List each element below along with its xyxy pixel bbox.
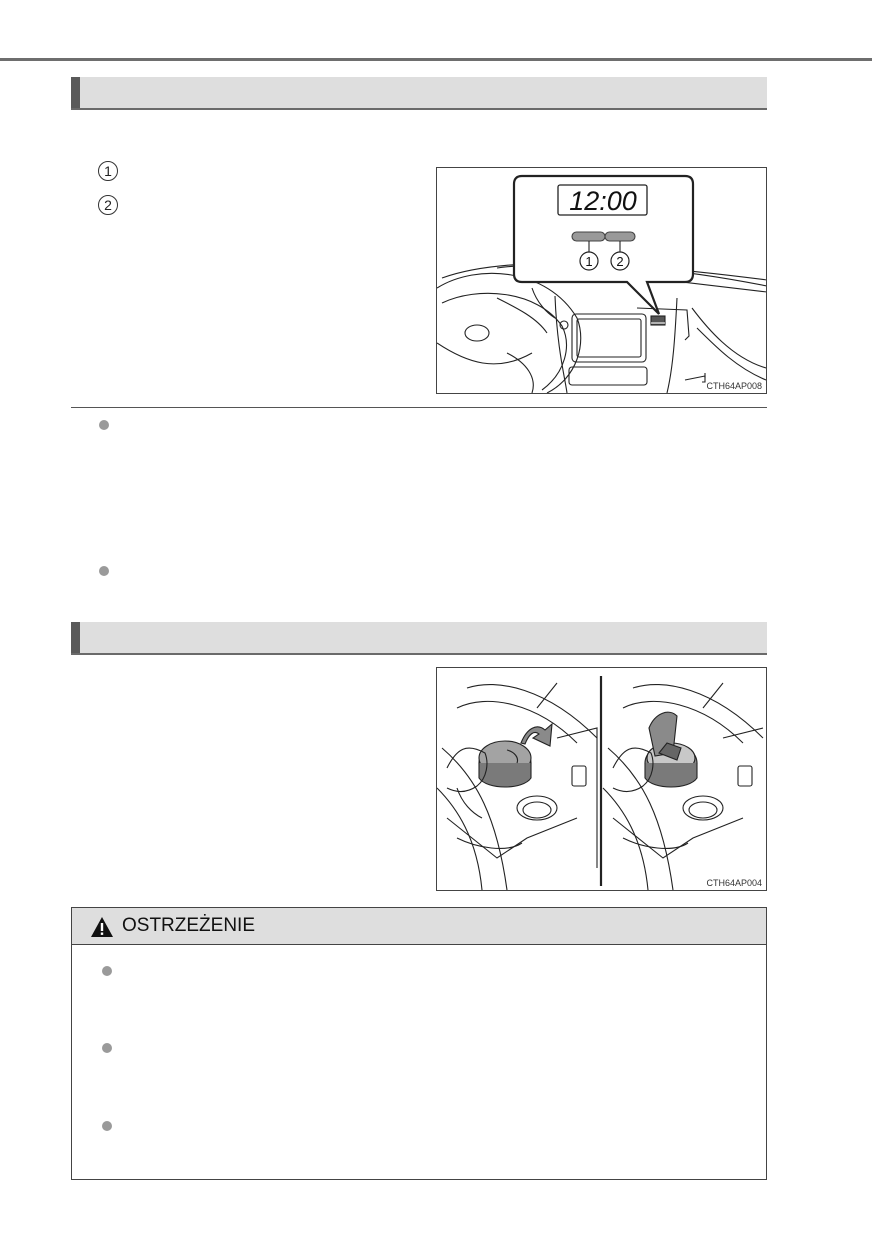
top-rule bbox=[0, 58, 872, 61]
section-header-ashtray bbox=[71, 622, 767, 655]
figure-code: CTH64AP004 bbox=[706, 878, 762, 888]
figure-code: CTH64AP008 bbox=[706, 381, 762, 391]
section-accent bbox=[71, 77, 80, 108]
warning-bullet bbox=[102, 1043, 112, 1053]
warning-triangle-icon bbox=[91, 917, 113, 937]
ashtray-drawing bbox=[437, 676, 764, 890]
dashboard-drawing: 12:00 1 2 bbox=[437, 174, 766, 393]
section-accent bbox=[71, 622, 80, 653]
bullet bbox=[99, 420, 109, 430]
callout-2: 2 bbox=[616, 254, 623, 269]
clock-illustration: 12:00 1 2 CTH64AP008 bbox=[436, 167, 767, 394]
warning-bullet bbox=[102, 1121, 112, 1131]
warning-header: OSTRZEŻENIE bbox=[72, 908, 766, 945]
warning-bullet bbox=[102, 966, 112, 976]
list-number-2: 2 bbox=[98, 195, 118, 215]
callout-1: 1 bbox=[585, 254, 592, 269]
clock-display-time: 12:00 bbox=[569, 186, 637, 216]
separator-rule bbox=[71, 407, 767, 408]
warning-box: OSTRZEŻENIE bbox=[71, 907, 767, 1180]
list-number-1: 1 bbox=[98, 161, 118, 181]
ashtray-illustration: CTH64AP004 bbox=[436, 667, 767, 891]
section-header-clock bbox=[71, 77, 767, 110]
warning-title: OSTRZEŻENIE bbox=[122, 915, 256, 936]
bullet bbox=[99, 566, 109, 576]
